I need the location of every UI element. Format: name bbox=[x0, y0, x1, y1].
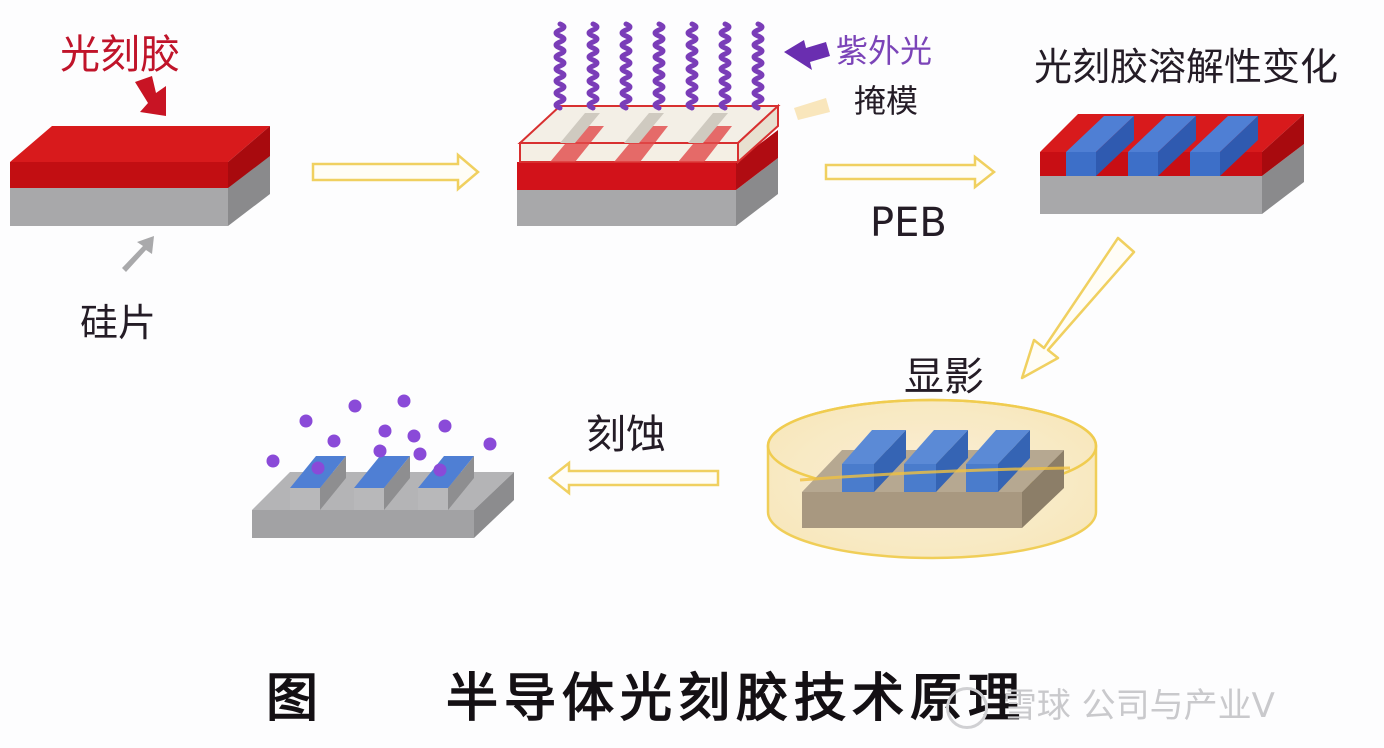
pillar-cap bbox=[354, 456, 410, 488]
substrate-side bbox=[474, 472, 514, 538]
resist-front bbox=[517, 162, 736, 190]
pillar-side bbox=[320, 456, 346, 510]
exposed-bar-top bbox=[1128, 116, 1196, 152]
pattern-bar-side bbox=[874, 430, 906, 492]
exposed-bar-front bbox=[1190, 152, 1220, 176]
plasma-particle bbox=[311, 461, 325, 475]
watermark: 雪球 公司与产业V bbox=[946, 678, 1275, 729]
resist-side bbox=[736, 130, 778, 190]
uv-wave bbox=[751, 21, 765, 111]
exposed-bar-top bbox=[1066, 116, 1134, 152]
pillar-front bbox=[290, 488, 320, 510]
pattern-bar-front bbox=[904, 464, 936, 492]
figure-prefix: 图 bbox=[266, 669, 325, 729]
exposed-bar-side bbox=[1220, 116, 1258, 176]
figure-title: 半导体光刻胶技术原理 bbox=[446, 669, 1027, 729]
resist-front bbox=[10, 162, 228, 188]
exposed-bar-front bbox=[1066, 152, 1096, 176]
uv-light-label: 紫外光 bbox=[836, 32, 933, 70]
step4-development bbox=[766, 398, 1098, 560]
wafer-front bbox=[517, 190, 736, 226]
pattern-bar-top bbox=[842, 430, 906, 464]
process-arrow-3 bbox=[1020, 236, 1136, 380]
pillar-side bbox=[384, 456, 410, 510]
plasma-particle bbox=[433, 463, 447, 477]
substrate-front bbox=[252, 510, 474, 538]
plasma-particle bbox=[378, 424, 392, 438]
pillar-front bbox=[354, 488, 384, 510]
photoresist-label: 光刻胶 bbox=[60, 32, 180, 78]
uv-wave bbox=[586, 21, 600, 111]
pattern-bar-front bbox=[842, 464, 874, 492]
process-arrow-2 bbox=[824, 154, 997, 190]
photoresist-pointer-arrow bbox=[135, 76, 166, 116]
pattern-bar-top bbox=[966, 430, 1030, 464]
mask-side bbox=[737, 103, 779, 165]
step5-etching bbox=[252, 394, 514, 538]
peb-label: PEB bbox=[870, 200, 947, 246]
uv-wave bbox=[685, 21, 699, 111]
resist-side bbox=[1262, 114, 1304, 176]
pillar-front bbox=[418, 488, 448, 510]
etch-plasma-particles bbox=[266, 394, 497, 477]
plasma-particle bbox=[373, 444, 387, 458]
plasma-particle bbox=[299, 414, 313, 428]
solubility-change-label: 光刻胶溶解性变化 bbox=[1034, 45, 1339, 89]
process-arrow-4 bbox=[547, 460, 720, 496]
plasma-particle bbox=[266, 454, 280, 468]
wafer-front bbox=[1040, 176, 1262, 214]
step2-exposure bbox=[517, 21, 830, 226]
exposed-bar-top bbox=[1190, 116, 1258, 152]
watermark-text: 雪球 公司与产业V bbox=[1002, 686, 1275, 726]
mask-slit-shading bbox=[560, 113, 728, 143]
silicon-wafer-label: 硅片 bbox=[80, 301, 157, 345]
step3-solubility-change bbox=[1040, 114, 1304, 214]
pillar-side bbox=[448, 456, 474, 510]
plasma-particle bbox=[348, 399, 362, 413]
uv-wave bbox=[652, 21, 666, 111]
plasma-particle bbox=[327, 434, 341, 448]
exposed-bar-side bbox=[1096, 116, 1134, 176]
plasma-particle bbox=[407, 429, 421, 443]
plasma-particle bbox=[483, 437, 497, 451]
pattern-bar-front bbox=[966, 464, 998, 492]
pattern-bar-side bbox=[936, 430, 968, 492]
wafer-side bbox=[736, 158, 778, 226]
exposed-bar-front bbox=[1128, 152, 1158, 176]
resist-top bbox=[10, 126, 270, 162]
process-arrow-1 bbox=[311, 152, 480, 192]
pattern-bar-top bbox=[904, 430, 968, 464]
uv-wave bbox=[619, 21, 633, 111]
mask-label: 掩模 bbox=[854, 82, 919, 120]
wafer-pointer-arrow bbox=[122, 236, 154, 272]
pattern-bar-side bbox=[998, 430, 1030, 492]
wafer-side bbox=[228, 154, 270, 226]
resist-side bbox=[228, 126, 270, 188]
wafer-side bbox=[1262, 144, 1304, 214]
develop-label: 显影 bbox=[904, 354, 984, 400]
resist-patterns bbox=[842, 430, 1030, 492]
watermark-logo-icon bbox=[946, 686, 988, 729]
fluid-surface-line bbox=[799, 466, 1071, 482]
mask-pointer-arrow bbox=[794, 98, 830, 120]
exposed-bar-side bbox=[1158, 116, 1196, 176]
etch-label: 刻蚀 bbox=[586, 412, 666, 458]
uv-light-waves bbox=[553, 21, 765, 111]
step1-coated-wafer bbox=[10, 76, 270, 272]
uv-pointer-arrow bbox=[784, 40, 830, 70]
mask-openings bbox=[550, 126, 732, 162]
uv-wave bbox=[718, 21, 732, 111]
plasma-particle bbox=[438, 419, 452, 433]
uv-wave bbox=[553, 21, 567, 111]
plasma-particle bbox=[413, 447, 427, 461]
exposed-regions bbox=[1066, 116, 1258, 176]
plasma-particle bbox=[397, 394, 411, 408]
wafer-front bbox=[10, 186, 228, 226]
substrate-front bbox=[802, 492, 1022, 528]
